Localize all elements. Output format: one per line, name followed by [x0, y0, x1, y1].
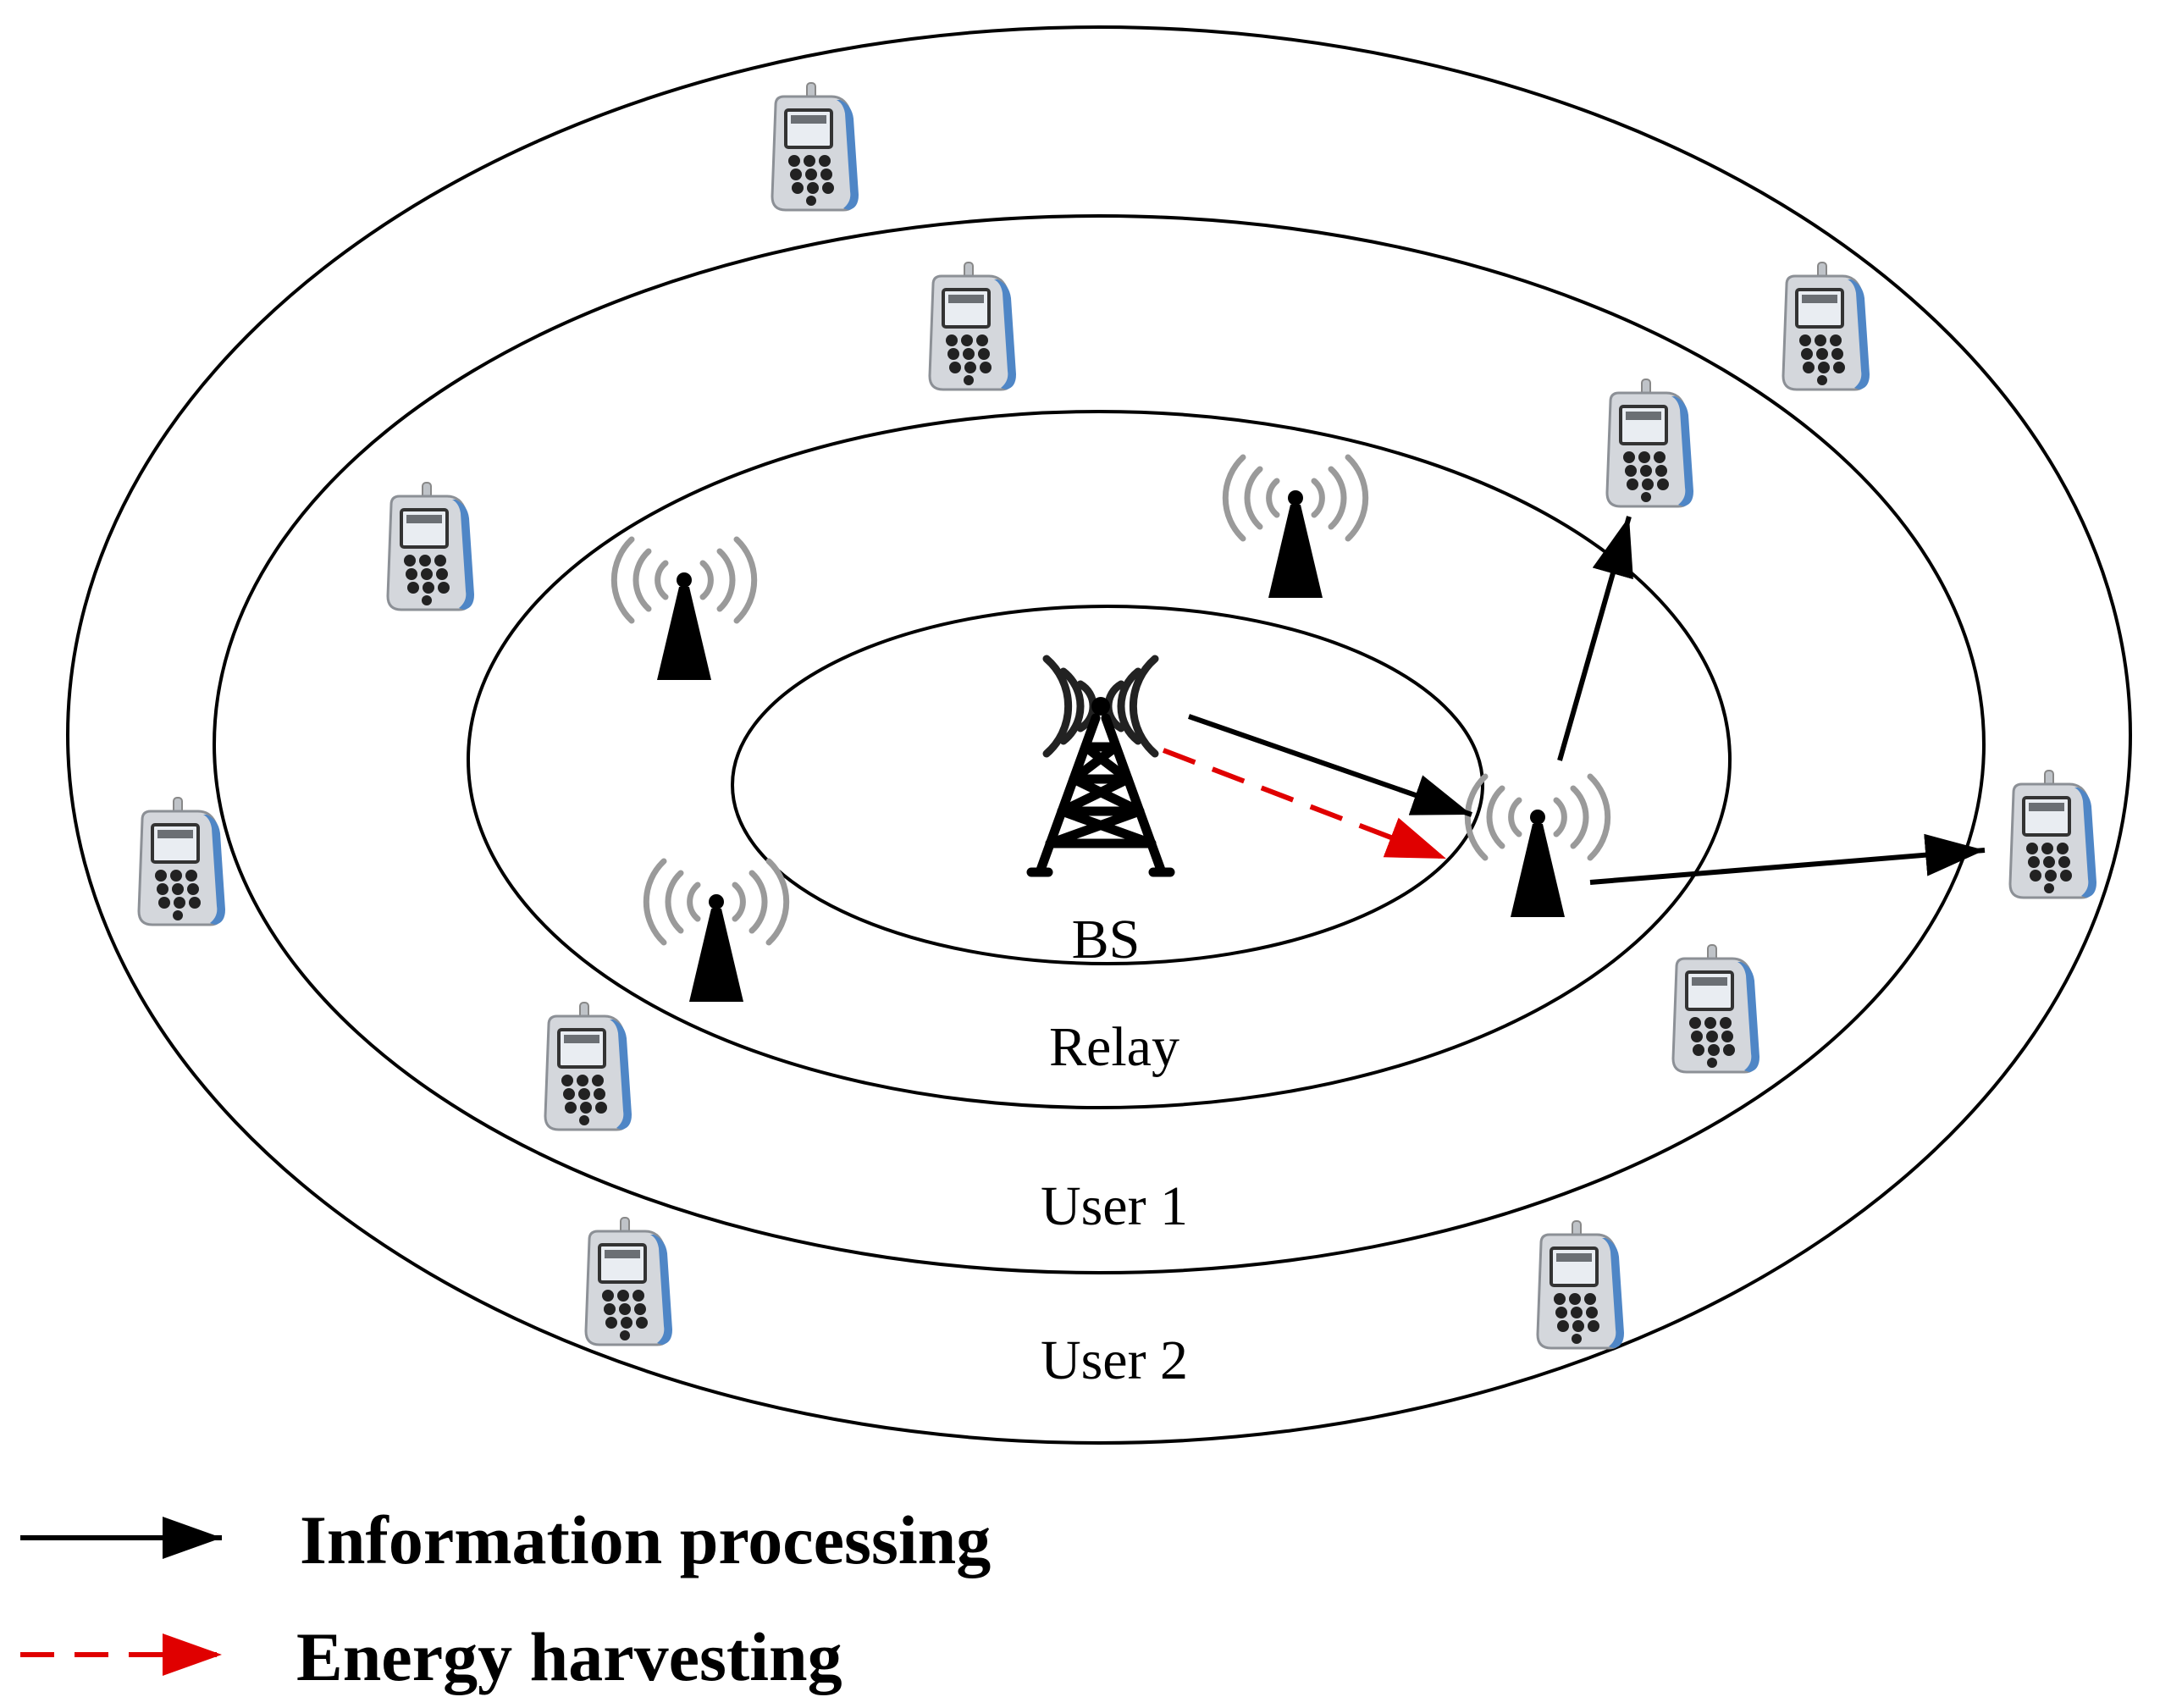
relay-antenna-icon — [1225, 457, 1365, 598]
legend-info-label: Information processing — [300, 1501, 991, 1578]
mobile-phone-icon — [771, 81, 860, 212]
ring-outer — [66, 25, 2132, 1445]
mobile-phone-icon — [584, 1216, 674, 1346]
legend-energy-label: Energy harvesting — [296, 1618, 842, 1695]
info-arrow-bs-relay — [1188, 714, 1472, 817]
mobile-phone-icon — [137, 796, 227, 926]
relay-antenna-icon — [614, 539, 754, 680]
info-arrow-relay-user1 — [1557, 516, 1633, 761]
mobile-phone-icon — [1782, 261, 1871, 391]
mobile-phone-icon — [386, 481, 476, 611]
label-user2: User 2 — [1041, 1329, 1188, 1391]
mobile-phone-icon — [928, 261, 1018, 391]
ring-user1 — [213, 214, 1986, 1274]
base-station-icon — [1026, 655, 1175, 877]
legend: Information processing Energy harvesting — [20, 1501, 991, 1695]
label-relay: Relay — [1049, 1016, 1179, 1078]
ring-bs — [731, 605, 1484, 965]
relay-antenna-icon — [1467, 777, 1607, 917]
info-arrow-relay-user2 — [1589, 833, 1986, 885]
mobile-phone-icon — [2008, 769, 2098, 899]
mobile-phone-icon — [544, 1001, 633, 1131]
label-bs: BS — [1072, 909, 1141, 970]
mobile-phone-icon — [1536, 1219, 1626, 1350]
relay-antenna-icon — [646, 861, 786, 1002]
energy-arrow-bs-relay — [1162, 748, 1448, 861]
mobile-phone-icon — [1605, 378, 1695, 508]
mobile-phone-icon — [1671, 943, 1761, 1074]
label-user1: User 1 — [1041, 1175, 1188, 1237]
ring-relay — [467, 410, 1732, 1109]
